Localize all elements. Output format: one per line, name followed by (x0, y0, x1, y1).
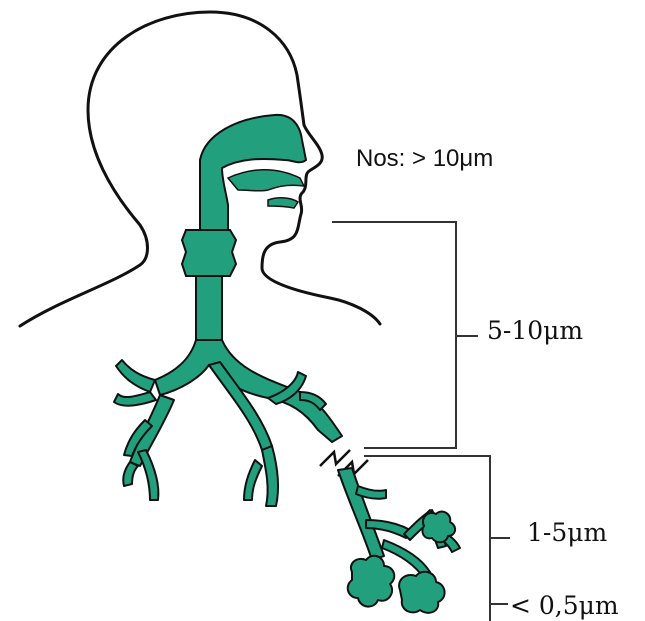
nose-particle-size-label: Nos: > 10μm (356, 147, 493, 171)
oral-cavity (268, 198, 298, 208)
nasal-turbinate (228, 170, 304, 191)
alveoli-cluster-right (399, 572, 444, 613)
bronchioles-and-alveoli (338, 468, 460, 613)
alveoli-particle-size-label: < 0,5μm (510, 593, 619, 618)
bracket-upper (332, 222, 456, 448)
trachea (196, 276, 222, 340)
bronchial-tree (114, 340, 342, 506)
larynx (182, 230, 236, 276)
alveoli-cluster-left (348, 556, 395, 607)
bronchiole-particle-size-label: 1-5μm (527, 520, 607, 545)
upper-airway-particle-size-label: 5-10μm (487, 318, 583, 343)
